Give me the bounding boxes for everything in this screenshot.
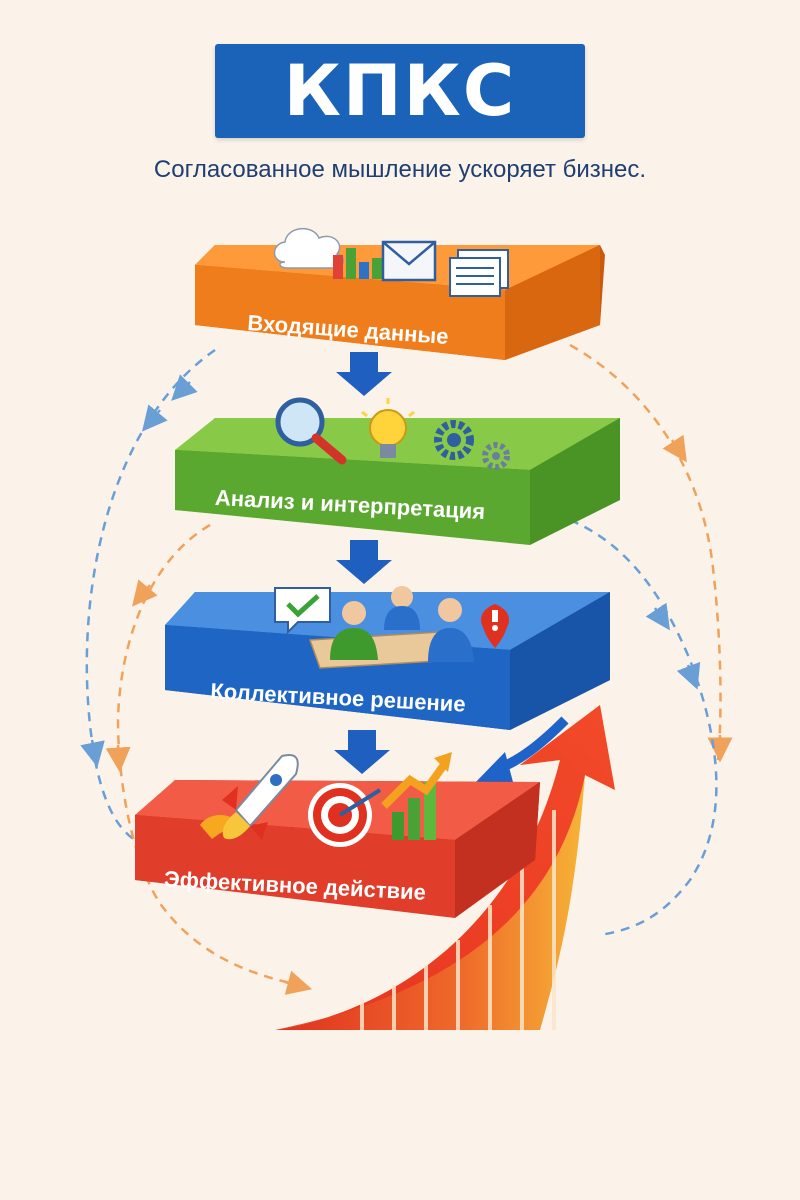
flow-arrow-down [334,730,390,774]
flow-arrow-down [336,540,392,584]
feedback-loop-left-blue [80,348,216,842]
lightbulb-icon [361,398,415,458]
feedback-loop-right-blue [569,518,718,937]
bar-chart-icon [333,248,382,279]
feedback-loop-right-orange [569,343,733,763]
stage-effective-action: Эффективное действие [135,752,540,918]
brand-logo: КПКС [215,44,585,138]
documents-icon [449,249,509,297]
flow-arrow-down [336,352,392,396]
inflow-arrow [470,716,569,788]
feedback-loop-left-orange [105,523,313,995]
logo-text: КПКС [283,50,517,132]
growth-chart-icon [381,752,452,840]
cloud-icon [273,228,345,269]
stage-incoming-data: Входящие данные [195,228,605,360]
team-meeting-icon [308,586,474,669]
target-icon [308,783,382,847]
stage-collective-decision: Коллективное решение [165,586,610,730]
stage-analysis: Анализ и интерпретация [175,397,620,545]
growth-arrow [275,705,615,1030]
checkmark-bubble-icon [274,587,331,635]
magnifier-icon [275,397,347,465]
rocket-icon [200,754,299,840]
envelope-icon [381,240,437,282]
tagline: Согласованное мышление ускоряет бизнес. [153,156,647,183]
alert-marker-icon [481,604,509,648]
gears-icon [434,420,510,470]
